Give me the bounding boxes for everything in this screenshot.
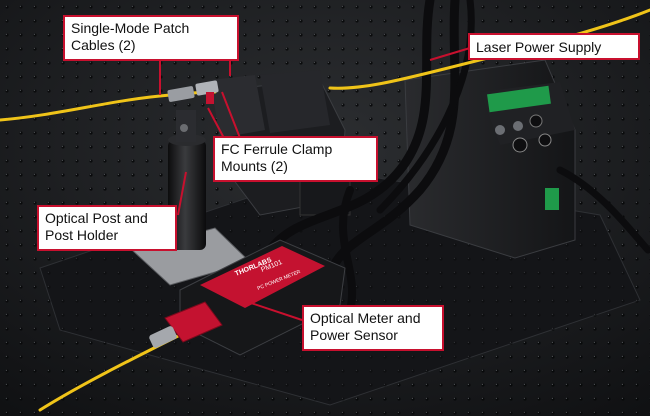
- callout-laser-power-supply-line1: Laser Power Supply: [476, 39, 602, 55]
- callout-post-holder-line2: Post Holder: [45, 227, 119, 243]
- callout-leader-lines: [159, 47, 471, 321]
- callout-clamp-mounts: FC Ferrule Clamp Mounts (2): [213, 136, 378, 182]
- callout-laser-power-supply: Laser Power Supply: [468, 33, 640, 60]
- callout-clamp-mounts-line1: FC Ferrule Clamp: [221, 141, 333, 157]
- callout-power-meter-line2: Power Sensor: [310, 327, 398, 343]
- callout-patch-cables-line1: Single-Mode Patch: [71, 20, 190, 36]
- callout-power-meter-line1: Optical Meter and: [310, 310, 421, 326]
- callout-clamp-mounts-line2: Mounts (2): [221, 158, 288, 174]
- callout-patch-cables-line2: Cables (2): [71, 37, 136, 53]
- callout-post-holder-line1: Optical Post and: [45, 210, 148, 226]
- fiber-connectors: [167, 80, 219, 104]
- callout-post-holder: Optical Post and Post Holder: [37, 205, 177, 251]
- callout-patch-cables: Single-Mode Patch Cables (2): [63, 15, 239, 61]
- callout-power-meter: Optical Meter and Power Sensor: [302, 305, 444, 351]
- power-sensor-head: [149, 301, 223, 348]
- black-cable-bundle: [265, 0, 650, 314]
